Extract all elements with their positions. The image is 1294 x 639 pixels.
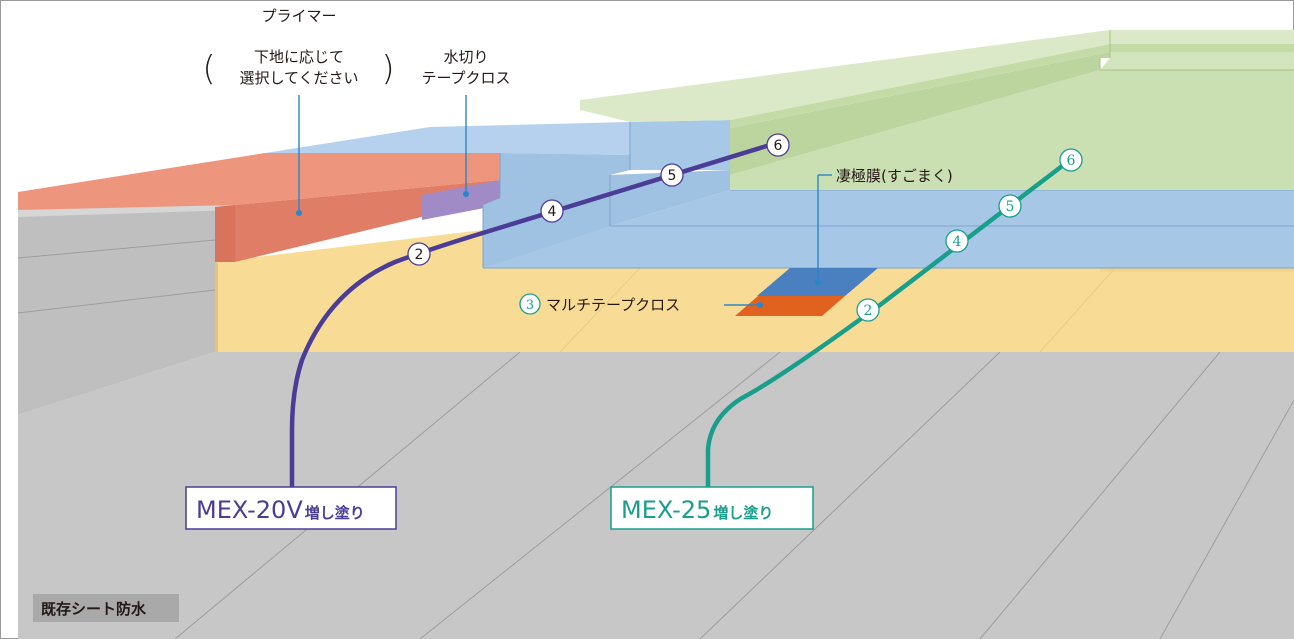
svg-text:5: 5 — [668, 168, 677, 184]
svg-text:6: 6 — [1067, 153, 1076, 169]
existing-sheet-badge — [33, 594, 179, 622]
mizukiri-tape — [422, 180, 500, 220]
blue-top — [265, 122, 630, 155]
svg-text:5: 5 — [1006, 199, 1015, 215]
existing-parapet-face — [18, 203, 235, 415]
primer-note-line1: 下地に応じて — [254, 48, 344, 66]
mex25-name: MEX-25 — [621, 496, 711, 524]
left-step-marker-4: 4 — [540, 199, 564, 223]
svg-text:3: 3 — [526, 298, 534, 313]
multi-tape-label: マルチテープクロス — [546, 296, 680, 314]
svg-text:2: 2 — [864, 303, 873, 319]
mex20v-suffix: 増し塗り — [305, 504, 365, 522]
left-step-marker-2: 2 — [407, 242, 431, 266]
primer-title: プライマー — [261, 7, 336, 25]
svg-text:2: 2 — [415, 247, 424, 263]
green-field — [730, 70, 1294, 190]
left-step-marker-5: 5 — [660, 163, 684, 187]
mizukiri-label-line2: テープクロス — [421, 69, 510, 87]
bracket-open-icon: ( — [202, 49, 215, 89]
primer-note-line2: 選択してください — [239, 69, 358, 87]
primer-top — [18, 153, 500, 210]
green-parapet-top — [580, 30, 1294, 122]
blue-face-2 — [630, 120, 730, 170]
svg-text:6: 6 — [774, 138, 783, 154]
green-face — [730, 52, 1110, 175]
base-coat-yellow — [215, 230, 1294, 352]
svg-text:4: 4 — [548, 204, 557, 220]
left-step-marker-6: 6 — [766, 133, 790, 157]
mex25-suffix: 増し塗り — [713, 504, 773, 522]
mex25-line — [705, 157, 1073, 490]
label-leaders — [298, 95, 832, 306]
right-step-marker-2: 2 — [856, 298, 880, 322]
mex20v-line — [289, 142, 773, 490]
blue-floor — [483, 190, 1294, 268]
existing-parapet-top — [18, 203, 235, 217]
svg-text:4: 4 — [953, 234, 962, 250]
right-step-marker-5: 5 — [998, 194, 1022, 218]
mizukiri-label-line1: 水切り — [443, 48, 488, 66]
existing-sheet-label: 既存シート防水 — [41, 600, 147, 618]
mex20v-name: MEX-20V — [196, 496, 303, 524]
multi-tape-patch — [735, 296, 845, 316]
sugomaku-label: 凄極膜(すごまく) — [836, 167, 953, 185]
bracket-close-icon: ) — [381, 49, 394, 89]
parapet-lines — [17, 239, 216, 314]
right-step-marker-6: 6 — [1059, 148, 1083, 172]
multi-tape-step-marker: 3 — [519, 293, 541, 315]
right-step-marker-4: 4 — [945, 229, 969, 253]
